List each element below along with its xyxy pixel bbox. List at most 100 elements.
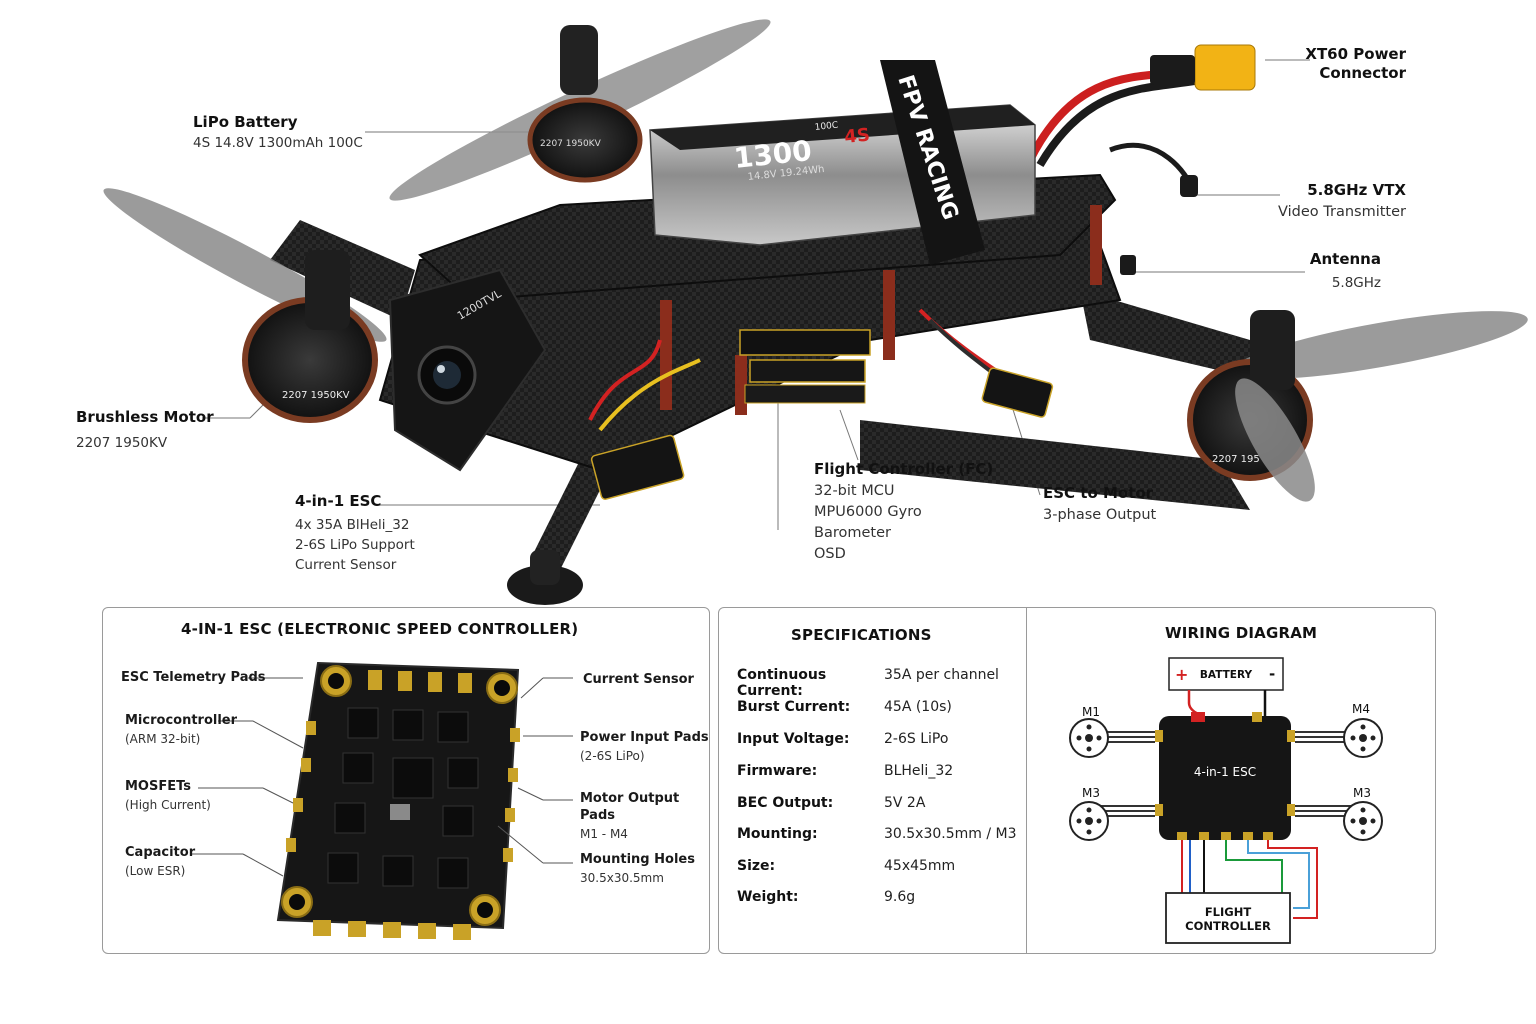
label-sub: M1 - M4 xyxy=(580,826,628,841)
fc-stack xyxy=(739,329,871,404)
wiring-title: WIRING DIAGRAM xyxy=(1165,624,1318,642)
wiring-motors xyxy=(1069,718,1383,841)
spec-key: Firmware: xyxy=(737,763,818,779)
label-mosfets: MOSFETs (High Current) xyxy=(125,779,211,813)
spec-row: Continuous Current: 35A per channel xyxy=(737,667,1037,699)
callout-title: XT60 Power xyxy=(1305,45,1406,63)
spec-key: Burst Current: xyxy=(737,699,851,715)
callout-vtx: 5.8GHz VTX Video Transmitter xyxy=(1278,181,1406,221)
callout-flight-controller: Flight Controller (FC) 32-bit MCU MPU600… xyxy=(814,460,993,563)
callout-title: Brushless Motor xyxy=(76,408,214,426)
spec-key: Mounting: xyxy=(737,826,818,842)
label-sub: (2-6S LiPo) xyxy=(580,748,645,763)
motor-m1-label: M1 xyxy=(1082,705,1100,719)
callout-title: ESC to Motor xyxy=(1043,484,1154,502)
fc-label-1: FLIGHT xyxy=(1205,905,1252,919)
callout-sub: 2-6S LiPo Support xyxy=(295,536,415,553)
callout-4in1-esc: 4-in-1 ESC 4x 35A BlHeli_32 2-6S LiPo Su… xyxy=(295,492,415,573)
battery-cells-text: 4S xyxy=(843,124,871,148)
spec-value: 45x45mm xyxy=(884,858,956,874)
callout-title: 4-in-1 ESC xyxy=(295,492,382,510)
callout-esc-to-motor: ESC to Motor 3-phase Output xyxy=(1043,484,1156,524)
spec-value: 30.5x30.5mm / M3 xyxy=(884,826,1017,842)
battery-minus: - xyxy=(1269,665,1275,683)
spec-row: Firmware: BLHeli_32 xyxy=(737,763,1037,779)
spec-row: Input Voltage: 2-6S LiPo xyxy=(737,731,1037,747)
standoffs xyxy=(660,205,1102,415)
xt60-connector xyxy=(1150,44,1256,91)
spec-value: 35A per channel xyxy=(884,667,999,683)
spec-row: BEC Output: 5V 2A xyxy=(737,795,1037,811)
spec-value: 5V 2A xyxy=(884,795,926,811)
fc-box xyxy=(1165,892,1291,944)
motor-m3-right-label: M3 xyxy=(1353,786,1371,800)
motor-m3-left-label: M3 xyxy=(1082,786,1100,800)
callout-sub: 4x 35A BlHeli_32 xyxy=(295,516,410,533)
motor-top: 2207 1950KV xyxy=(389,19,771,201)
motor-top-label: 2207 1950KV xyxy=(540,139,602,149)
esc-box-label: 4-in-1 ESC xyxy=(1194,765,1256,779)
spec-row: Weight: 9.6g xyxy=(737,889,1037,905)
spec-value: BLHeli_32 xyxy=(884,763,954,779)
motor-left-label: 2207 1950KV xyxy=(282,390,350,401)
spec-key: Continuous Current: xyxy=(737,667,827,699)
spec-key: Size: xyxy=(737,858,776,874)
callout-sub: 5.8GHz xyxy=(1331,274,1381,291)
spec-key: BEC Output: xyxy=(737,795,834,811)
battery-label: BATTERY xyxy=(1200,669,1253,681)
label-sub: 30.5x30.5mm xyxy=(580,870,664,885)
specs-wiring-panel: SPECIFICATIONS Continuous Current: 35A p… xyxy=(718,607,1436,954)
label-title: Current Sensor xyxy=(583,672,694,687)
battery-capacity-text: 1300 xyxy=(732,134,813,175)
esc-board-left xyxy=(590,434,685,500)
callout-sub: 3-phase Output xyxy=(1043,506,1157,523)
spec-key: Input Voltage: xyxy=(737,731,850,747)
label-microcontroller: Microcontroller (ARM 32-bit) xyxy=(125,713,237,747)
label-motor-output: Motor Output Pads M1 - M4 xyxy=(580,791,709,842)
callout-title: Flight Controller (FC) xyxy=(814,460,994,478)
label-current-sensor: Current Sensor xyxy=(583,672,694,689)
battery-rating-text: 100C xyxy=(814,121,838,133)
label-title: ESC Telemetry Pads xyxy=(121,670,266,685)
label-sub: (High Current) xyxy=(125,797,211,812)
label-title: Motor Output Pads xyxy=(580,791,680,823)
label-power-input: Power Input Pads (2-6S LiPo) xyxy=(580,730,709,764)
arm-rear-right xyxy=(1080,290,1260,380)
callout-title: 5.8GHz VTX xyxy=(1307,181,1406,199)
spec-row: Burst Current: 45A (10s) xyxy=(737,699,1037,715)
panel-divider xyxy=(1026,608,1027,953)
spec-row: Mounting: 30.5x30.5mm / M3 xyxy=(737,826,1037,842)
label-sub: (Low ESR) xyxy=(125,863,186,878)
motor-m4-label: M4 xyxy=(1352,702,1370,716)
callout-title: Connector xyxy=(1319,63,1406,82)
esc-board-illustration xyxy=(191,661,573,940)
label-title: Power Input Pads xyxy=(580,730,709,745)
esc-box xyxy=(1159,716,1291,840)
esc-board-right xyxy=(981,367,1054,418)
callout-sub: MPU6000 Gyro xyxy=(814,503,922,520)
esc-panel-title: 4-IN-1 ESC (ELECTRONIC SPEED CONTROLLER) xyxy=(181,620,579,638)
spec-value: 9.6g xyxy=(884,889,916,905)
callout-title: LiPo Battery xyxy=(193,113,298,131)
callout-lipo-battery: LiPo Battery 4S 14.8V 1300mAh 100C xyxy=(193,113,363,152)
motor-right-label: 2207 195 xyxy=(1212,454,1260,465)
spec-key: Weight: xyxy=(737,889,799,905)
specs-title: SPECIFICATIONS xyxy=(791,626,932,644)
callout-sub: OSD xyxy=(814,546,846,563)
callout-sub: Barometer xyxy=(814,525,891,541)
fpv-camera: 1200TVL xyxy=(388,268,547,472)
motor-right: 2207 195 xyxy=(1187,310,1528,502)
callout-title: Antenna xyxy=(1309,250,1381,268)
label-telemetry-pads: ESC Telemetry Pads xyxy=(121,670,266,687)
arm-front-right xyxy=(860,420,1250,510)
callout-sub: 32-bit MCU xyxy=(814,482,895,499)
drone-hero: 1300 4S 100C 14.8V 19.24Wh FPV RACING 12… xyxy=(76,19,1528,605)
callout-xt60: XT60 Power Connector xyxy=(1305,45,1406,83)
spec-value: 45A (10s) xyxy=(884,699,952,715)
callout-brushless-motor: Brushless Motor 2207 1950KV xyxy=(76,408,214,452)
motor-left: 2207 1950KV xyxy=(103,188,387,423)
motor-front xyxy=(507,550,583,605)
battery-box xyxy=(1168,657,1284,691)
callout-antenna: Antenna 5.8GHz xyxy=(1310,250,1381,292)
arm-front-left xyxy=(530,460,610,570)
